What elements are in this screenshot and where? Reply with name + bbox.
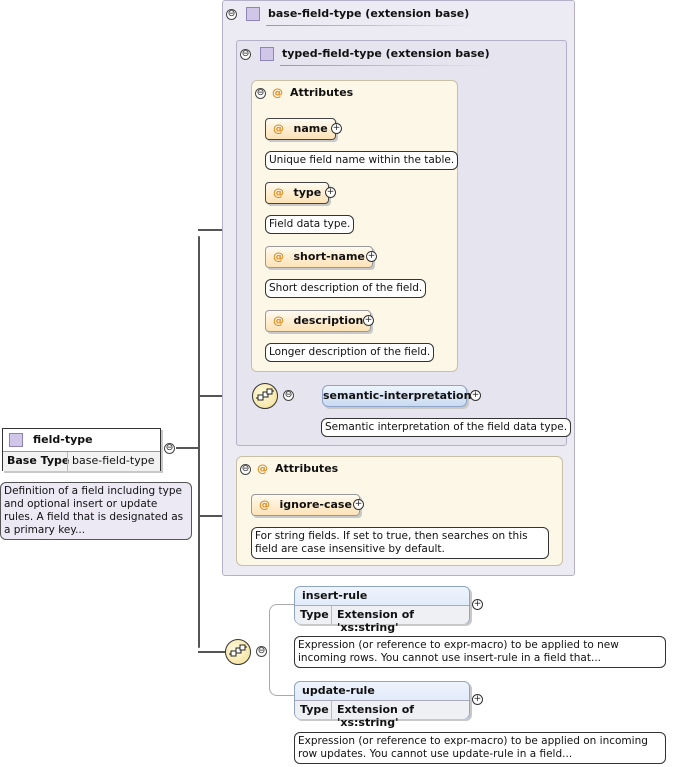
attribute-ignore-case[interactable]: @ ignore-case xyxy=(251,494,360,516)
update-rule-type-divider xyxy=(331,701,332,719)
update-rule-expand-icon[interactable]: + xyxy=(472,694,483,705)
insert-rule-label: insert-rule xyxy=(302,589,368,602)
typed-attributes-label: Attributes xyxy=(290,86,354,99)
update-rule-label: update-rule xyxy=(302,684,375,697)
semantic-interpretation-doc: Semantic interpretation of the field dat… xyxy=(321,418,572,437)
attribute-description[interactable]: @ description xyxy=(265,310,372,332)
attribute-short-name[interactable]: @ short-name xyxy=(265,246,373,268)
field-type-doc: Definition of a field including type and… xyxy=(0,482,192,540)
base-complex-type-icon xyxy=(246,7,260,21)
base-attributes-collapse-icon[interactable]: ⊖ xyxy=(240,464,251,475)
field-type-collapse-icon[interactable]: ⊖ xyxy=(164,443,175,454)
attribute-icon: @ xyxy=(273,186,284,199)
attribute-ignore-case-label: ignore-case xyxy=(279,498,352,511)
attribute-short-name-expand-icon[interactable]: + xyxy=(366,251,377,262)
attribute-description-doc: Longer description of the field. xyxy=(265,343,435,362)
update-rule-type-value: Extension of 'xs:string' xyxy=(337,703,415,729)
attribute-ignore-case-expand-icon[interactable]: + xyxy=(353,499,364,510)
connector-spine xyxy=(198,236,200,648)
semantic-interpretation-label: semantic-interpretation xyxy=(323,389,472,402)
insert-rule-type-row: Type Extension of 'xs:string' xyxy=(295,605,469,634)
insert-rule-type-divider xyxy=(331,606,332,624)
base-type-label: Base Type xyxy=(7,454,70,467)
connector-root-h xyxy=(176,447,199,449)
base-title-rule xyxy=(266,25,476,26)
insert-rule-type-value: Extension of 'xs:string' xyxy=(337,608,415,634)
typed-title-rule xyxy=(280,65,490,66)
update-rule-doc: Expression (or reference to expr-macro) … xyxy=(294,732,666,764)
field-type-element[interactable]: field-type Base Type base-field-type xyxy=(2,428,161,471)
base-type-value: base-field-type xyxy=(72,454,155,467)
base-type-row: Base Type base-field-type xyxy=(3,451,160,471)
connector-to-rules-seq xyxy=(198,651,225,653)
attribute-description-expand-icon[interactable]: + xyxy=(363,315,374,326)
attribute-icon: @ xyxy=(259,498,270,511)
attribute-type-label: type xyxy=(293,186,322,199)
sequence-compositor-icon[interactable] xyxy=(252,383,278,409)
insert-rule-doc: Expression (or reference to expr-macro) … xyxy=(294,636,666,668)
insert-rule-element[interactable]: insert-rule Type Extension of 'xs:string… xyxy=(294,586,470,634)
update-rule-type-label: Type xyxy=(300,703,329,716)
attribute-type-doc: Field data type. xyxy=(265,215,355,234)
base-field-type-title: base-field-type (extension base) xyxy=(268,7,470,20)
base-collapse-icon[interactable]: ⊖ xyxy=(226,9,237,20)
sequence-collapse-icon[interactable]: ⊖ xyxy=(283,390,294,401)
typed-attributes-collapse-icon[interactable]: ⊖ xyxy=(255,88,266,99)
attribute-type-expand-icon[interactable]: + xyxy=(325,187,336,198)
rules-sequence-compositor-icon[interactable] xyxy=(225,639,251,665)
complex-type-icon xyxy=(9,433,23,447)
field-type-title: field-type xyxy=(33,433,93,446)
attribute-name-expand-icon[interactable]: + xyxy=(331,123,342,134)
connector-rules-branch xyxy=(269,604,294,696)
attributes-icon: @ xyxy=(257,462,268,475)
attribute-short-name-label: short-name xyxy=(293,250,365,263)
attribute-name-label: name xyxy=(293,122,328,135)
update-rule-type-row: Type Extension of 'xs:string' xyxy=(295,700,469,729)
base-attributes-label: Attributes xyxy=(275,462,339,475)
attribute-name-doc: Unique field name within the table. xyxy=(265,151,459,170)
sequence-glyph xyxy=(229,644,247,657)
rules-sequence-collapse-icon[interactable]: ⊖ xyxy=(256,646,267,657)
insert-rule-type-label: Type xyxy=(300,608,329,621)
attribute-icon: @ xyxy=(273,122,284,135)
typed-complex-type-icon xyxy=(260,47,274,61)
base-type-divider xyxy=(67,452,68,471)
attribute-icon: @ xyxy=(273,250,284,263)
sequence-glyph xyxy=(256,388,274,401)
attributes-icon: @ xyxy=(272,86,283,99)
attribute-type[interactable]: @ type xyxy=(265,182,330,204)
attribute-name[interactable]: @ name xyxy=(265,118,336,140)
typed-field-type-title: typed-field-type (extension base) xyxy=(282,47,490,60)
semantic-interpretation-element[interactable]: semantic-interpretation xyxy=(322,385,471,407)
insert-rule-expand-icon[interactable]: + xyxy=(472,599,483,610)
update-rule-element[interactable]: update-rule Type Extension of 'xs:string… xyxy=(294,681,470,729)
attribute-description-label: description xyxy=(293,314,364,327)
attribute-short-name-doc: Short description of the field. xyxy=(265,279,427,298)
semantic-interpretation-expand-icon[interactable]: + xyxy=(470,390,481,401)
typed-collapse-icon[interactable]: ⊖ xyxy=(240,49,251,60)
attribute-icon: @ xyxy=(273,314,284,327)
attribute-ignore-case-doc: For string fields. If set to true, then … xyxy=(251,527,549,559)
